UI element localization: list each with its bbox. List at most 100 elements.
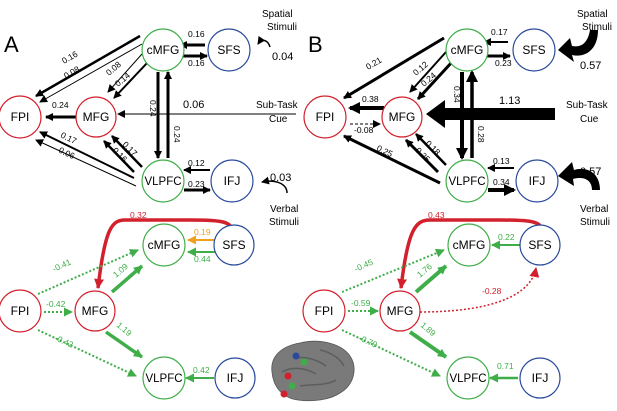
node-a-mfg-label: MFG xyxy=(83,110,110,124)
input-a-spatial-line2: Stimuli xyxy=(267,22,297,33)
label-a-vlpfc-ifj: 0.23 xyxy=(188,179,205,189)
node-b-cmfg-label: cMFG xyxy=(451,43,484,57)
node-b-fpi2-label: FPI xyxy=(315,304,334,318)
input-b-subtask-line2: Cue xyxy=(580,114,599,125)
panel-b-nodes: FPI MFG cMFG SFS VLPFC IFJ FPI MFG cMFG … xyxy=(302,28,561,400)
node-a-fpi: FPI xyxy=(0,95,42,139)
label-a-fpi-cmfg: -0.41 xyxy=(51,257,73,274)
node-a-cmfg2: cMFG xyxy=(142,223,186,267)
panel-b-label: B xyxy=(308,32,323,57)
input-b-verbal-line2: Stimuli xyxy=(580,217,610,228)
node-a-fpi-label: FPI xyxy=(11,110,30,124)
label-a-fpi-vlpfc: -0.42 xyxy=(53,333,75,350)
edge-a-cmfg-fpi-a xyxy=(35,34,141,98)
node-b-mfg-label: MFG xyxy=(389,110,416,124)
edge-b-mfg-vlpfc xyxy=(408,330,448,359)
edge-b-cmfg-mfg-a xyxy=(409,51,447,93)
label-b-fpi-mfg: -0.59 xyxy=(351,298,371,308)
input-a-spatial-arrow xyxy=(257,35,271,48)
label-b-mfg-vlpfc: 1.89 xyxy=(419,320,438,338)
node-a-mfg2-label: MFG xyxy=(82,304,109,318)
label-b-fpi-cmfg: -0.45 xyxy=(353,257,375,274)
input-b-verbal-value: 0.57 xyxy=(580,166,601,178)
label-a-vlpfc-cmfg: 0.24 xyxy=(172,126,182,143)
node-a-vlpfc-label: VLPFC xyxy=(144,176,181,188)
node-a-ifj-label: IFJ xyxy=(224,174,241,188)
label-b-cmfg-sfs-b: 0.22 xyxy=(498,232,515,242)
node-b-fpi: FPI xyxy=(303,95,347,139)
panel-b-top-edges xyxy=(343,36,516,196)
panel-a-top-edges xyxy=(35,34,296,194)
input-a-spatial-line1: Spatial xyxy=(262,9,293,20)
panel-b-bottom-edges xyxy=(341,218,545,383)
node-a-sfs-label: SFS xyxy=(217,43,240,57)
edge-a-cmfg-fpi-b xyxy=(39,43,143,103)
label-a-sfs-cmfg-b: 0.19 xyxy=(194,227,211,237)
node-a-sfs: SFS xyxy=(207,28,251,72)
node-b-vlpfc: VLPFC xyxy=(445,159,489,203)
node-b-sfs: SFS xyxy=(512,28,556,72)
node-b-vlpfc-label: VLPFC xyxy=(448,176,485,188)
node-b-cmfg: cMFG xyxy=(445,28,489,72)
node-b-mfg2-label: MFG xyxy=(387,304,414,318)
panel-a-nodes: FPI MFG cMFG SFS VLPFC IFJ FPI MFG cMFG … xyxy=(0,28,256,400)
node-b-ifj2: IFJ xyxy=(519,357,561,399)
node-b-fpi-label: FPI xyxy=(316,110,335,124)
input-b-spatial-value: 0.57 xyxy=(580,60,601,72)
node-a-ifj2-label: IFJ xyxy=(227,371,244,385)
input-b-spatial-line2: Stimuli xyxy=(582,22,612,33)
label-b-ifj-vlpfc-b: 0.71 xyxy=(497,361,514,371)
node-a-fpi2-label: FPI xyxy=(11,304,30,318)
edge-b-cmfg-fpi xyxy=(343,36,445,100)
input-b-subtask-value: 1.13 xyxy=(499,95,520,107)
node-b-vlpfc2: VLPFC xyxy=(446,356,490,400)
edge-b-vlpfc-fpi xyxy=(343,134,441,185)
panel-b-inputs: Spatial Stimuli 0.57 1.13 Sub-Task Cue 0… xyxy=(499,9,612,228)
label-b-mfg-sfs: -0.28 xyxy=(482,286,502,296)
label-b-cmfg-fpi: 0.21 xyxy=(364,55,384,72)
label-a-ifj-vlpfc-b: 0.42 xyxy=(193,365,210,375)
edge-b-fpi-vlpfc xyxy=(341,329,441,377)
input-b-verbal-line1: Verbal xyxy=(580,204,608,215)
edge-a-vlpfc-fpi-a xyxy=(39,131,135,179)
label-a-cmfg-vlpfc: 0.24 xyxy=(148,100,158,117)
label-a-sfs-cmfg: 0.16 xyxy=(188,29,205,39)
edge-b-mfg-sfs xyxy=(419,267,540,313)
edge-b-vlpfc-mfg-a xyxy=(415,133,447,166)
edge-b-mfg-cmfg xyxy=(414,264,448,294)
edge-a-vlpfc-mfg-a xyxy=(111,135,143,168)
node-b-mfg: MFG xyxy=(381,96,423,138)
label-a-fpi-mfg: -0.42 xyxy=(46,299,66,309)
label-b-cmfg-vlpfc: 0.34 xyxy=(452,86,462,103)
input-a-subtask-value: 0.06 xyxy=(183,99,204,111)
input-a-subtask-line1: Sub-Task xyxy=(256,100,299,111)
input-a-verbal-line2: Stimuli xyxy=(269,217,299,228)
edge-a-mfg-cmfg xyxy=(110,264,144,294)
label-a-cmfg-sfs: 0.16 xyxy=(188,58,205,68)
edge-a-sfs-vlpfc xyxy=(94,218,235,289)
label-a-sfs-vlpfc: 0.32 xyxy=(130,210,147,220)
label-b-sfs-cmfg: 0.17 xyxy=(491,27,508,37)
label-a-cmfg-fpi-a: 0.16 xyxy=(60,49,80,66)
node-a-sfs2: SFS xyxy=(213,224,255,266)
node-b-cmfg2: cMFG xyxy=(447,223,491,267)
input-a-subtask-line2: Cue xyxy=(269,114,288,125)
label-b-sfs-vlpfc: 0.43 xyxy=(428,210,445,220)
label-b-vlpfc-cmfg: 0.28 xyxy=(476,126,486,143)
node-b-fpi2: FPI xyxy=(302,289,346,333)
node-a-mfg2: MFG xyxy=(74,290,116,332)
edge-a-vlpfc-fpi-b xyxy=(35,139,137,187)
input-b-spatial-arrow xyxy=(558,30,598,62)
label-b-mfg-fpi: 0.38 xyxy=(362,94,379,104)
node-a-cmfg2-label: cMFG xyxy=(148,238,181,252)
panel-a-label: A xyxy=(4,32,19,57)
node-a-cmfg-label: cMFG xyxy=(147,43,180,57)
node-a-cmfg: cMFG xyxy=(141,28,185,72)
node-a-ifj2: IFJ xyxy=(214,357,256,399)
input-b-verbal-arrow xyxy=(558,162,600,190)
input-a-spatial-value: 0.04 xyxy=(272,51,293,63)
node-a-vlpfc: VLPFC xyxy=(141,159,185,203)
panel-a: A 0.16 0.16 0.16 xyxy=(0,9,299,400)
label-a-cmfg-sfs-b: 0.44 xyxy=(194,254,211,264)
brain-dot-red-2 xyxy=(280,390,288,398)
